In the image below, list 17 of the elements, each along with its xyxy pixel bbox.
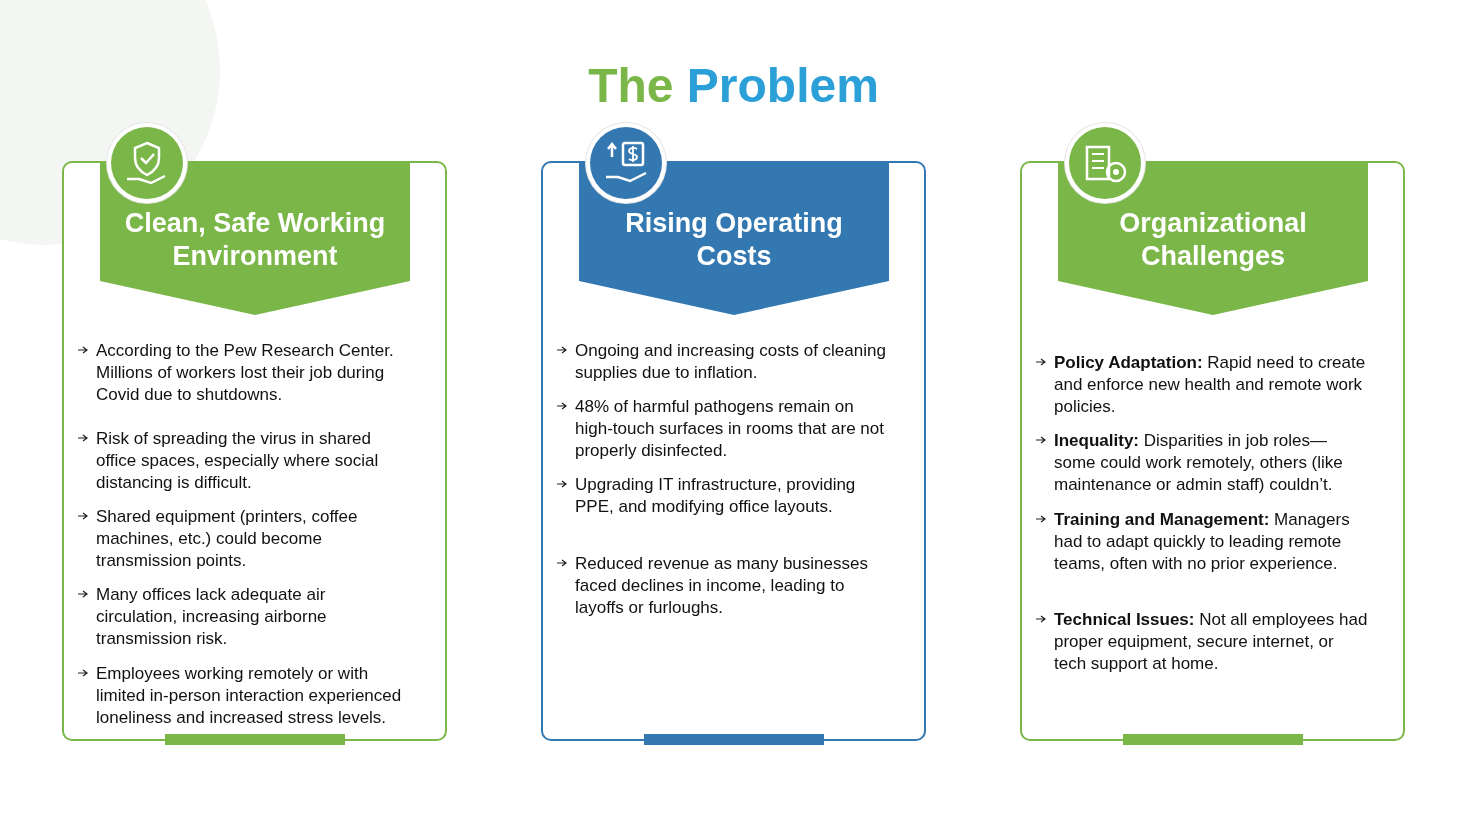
title: The Problem (587, 58, 880, 113)
bullet-text: Many offices lack adequate air circulation, increasing airborne transmission risk. (96, 584, 328, 650)
bullet-text: Training and Management: Managers had to adapt quickly to leading remote teams, often with no prior experience. (1054, 509, 1351, 575)
bullet-text: 48% of harmful pathogens remain on high-touch surfaces in rooms that are not properly disinfected. (575, 396, 885, 462)
bullet-text: Reduced revenue as many businesses faced declines in income, leading to layoffs or furloughs. (575, 553, 869, 619)
bullet-text: Inequality: Disparities in job roles—some could work remotely, others (like maintenance or admin staff) couldn’t. (1054, 430, 1344, 496)
bullet-text: Policy Adaptation: Rapid need to create and enforce new health and remote work policies. (1054, 352, 1367, 418)
bullet-text: Risk of spreading the virus in shared office spaces, especially where social distancing is difficult. (96, 428, 380, 494)
bullet-text: According to the Pew Research Center. Millions of workers lost their job during Covid due to shutdowns. (96, 340, 395, 406)
bullet-text: Technical Issues: Not all employees had proper equipment, secure internet, or tech support at home. (1054, 609, 1368, 675)
bullet-text: Upgrading IT infrastructure, providing PPE, and modifying office layouts. (575, 474, 857, 518)
bullet-text: Shared equipment (printers, coffee machines, etc.) could become transmission points. (96, 506, 359, 572)
card-heading: Organizational Challenges (1118, 207, 1308, 273)
bullet-text: Employees working remotely or with limited in-person interaction experienced loneliness and increased stress levels. (96, 663, 403, 729)
card-heading: Rising Operating Costs (624, 207, 844, 273)
bullet-text: Ongoing and increasing costs of cleaning supplies due to inflation. (575, 340, 887, 384)
card-heading: Clean, Safe Working Environment (123, 207, 387, 273)
